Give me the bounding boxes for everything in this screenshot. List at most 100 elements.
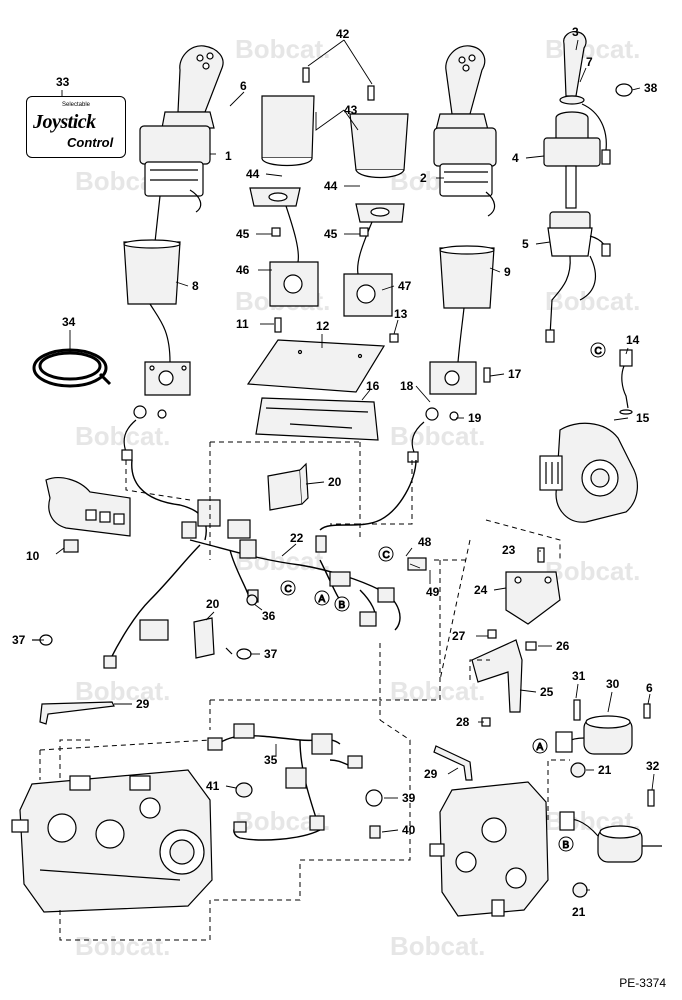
- callout-13: 13: [394, 307, 408, 321]
- bracket-24: [505, 547, 561, 625]
- callout-38: 38: [644, 81, 658, 95]
- right-joystick-assembly: [433, 45, 497, 217]
- callout-4: 4: [512, 151, 519, 165]
- callout-35: 35: [264, 753, 278, 767]
- logo-main-text: Joystick: [33, 111, 96, 133]
- logo-small-text: Selectable: [61, 102, 91, 108]
- plate-12: [246, 339, 386, 393]
- hex-key-right-29: [433, 745, 473, 781]
- connector-a-label: A: [319, 594, 326, 605]
- left-cover-43: [261, 95, 315, 167]
- connector-b-label: B: [339, 600, 346, 611]
- bracket-20-upper: [267, 462, 309, 511]
- callout-46: 46: [236, 263, 250, 277]
- callout-24: 24: [474, 583, 488, 597]
- callout-39: 39: [402, 791, 416, 805]
- callout-17: 17: [508, 367, 522, 381]
- watermark: Bobcat.: [390, 676, 485, 706]
- callout-3: 3: [572, 25, 579, 39]
- callout-37: 37: [12, 633, 26, 647]
- connector-c-label: C: [285, 584, 292, 595]
- callout-21: 21: [572, 905, 586, 919]
- bracket-20-lower: [193, 617, 215, 659]
- valve-assembly-right: [539, 349, 638, 523]
- callout-28: 28: [456, 715, 470, 729]
- right-plate-47: [343, 273, 393, 317]
- diagram-code: PE-3374: [619, 976, 666, 990]
- callout-47: 47: [398, 279, 412, 293]
- callout-10: 10: [26, 549, 40, 563]
- callout-23: 23: [502, 543, 516, 557]
- watermark: Bobcat.: [390, 931, 485, 961]
- dashed-guides: [39, 441, 570, 941]
- fasteners-center: [271, 67, 399, 343]
- callout-45: 45: [324, 227, 338, 241]
- callout-19: 19: [468, 411, 482, 425]
- callout-37: 37: [264, 647, 278, 661]
- connector-c-label: C: [383, 550, 390, 561]
- logo-sub-text: Control: [67, 135, 114, 150]
- callout-20: 20: [206, 597, 220, 611]
- left-joystick-assembly: [139, 45, 224, 243]
- watermark: Bobcat.: [75, 676, 170, 706]
- left-boot-8: [123, 239, 181, 305]
- callout-44: 44: [324, 179, 338, 193]
- base-4: [543, 111, 601, 209]
- left-mount-plate: [121, 303, 191, 461]
- callout-18: 18: [400, 379, 414, 393]
- callout-36: 36: [262, 609, 276, 623]
- harness-connectors: [103, 499, 427, 669]
- harness-35-connectors: [207, 723, 363, 833]
- selectable-joystick-control-logo: Selectable Joystick Control: [26, 96, 126, 158]
- harness-34-coil: [32, 348, 112, 388]
- callout-9: 9: [504, 265, 511, 279]
- right-boot-9: [439, 245, 495, 309]
- left-bracket-44: [249, 187, 301, 263]
- callout-49: 49: [426, 585, 440, 599]
- watermark: Bobcat.: [545, 34, 640, 64]
- hex-key-left-29: [39, 701, 115, 725]
- callout-42: 42: [336, 27, 350, 41]
- callout-22: 22: [290, 531, 304, 545]
- watermark: Bobcat.: [545, 556, 640, 586]
- callout-34: 34: [62, 315, 76, 329]
- leader-lines: [32, 39, 655, 891]
- watermark: Bobcat.: [235, 34, 330, 64]
- panel-16: [255, 397, 379, 441]
- callout-7: 7: [586, 55, 593, 69]
- callout-31: 31: [572, 669, 586, 683]
- callout-30: 30: [606, 677, 620, 691]
- callout-26: 26: [556, 639, 570, 653]
- hydraulic-valve-left: [11, 769, 213, 913]
- callout-33: 33: [56, 75, 70, 89]
- callout-16: 16: [366, 379, 380, 393]
- connector-c-label: C: [595, 346, 602, 357]
- watermark: Bobcat.: [545, 286, 640, 316]
- hydraulic-valve-right: [429, 781, 549, 917]
- callout-45: 45: [236, 227, 250, 241]
- callout-14: 14: [626, 333, 640, 347]
- callout-27: 27: [452, 629, 466, 643]
- callout-20: 20: [328, 475, 342, 489]
- watermark: Bobcat.: [390, 421, 485, 451]
- right-bracket-44: [355, 203, 405, 275]
- connector-markers: C A B C C A B: [280, 342, 606, 852]
- connector-b-label: B: [563, 840, 570, 851]
- bracket-25: [471, 629, 537, 727]
- watermark: Bobcat.: [75, 421, 170, 451]
- callout-labels: 1 2 3 4 5 6 6 7 8 9 10 11 12 13 14 15 16…: [12, 25, 660, 919]
- left-plate-46: [269, 261, 319, 307]
- callout-2: 2: [420, 171, 427, 185]
- callout-48: 48: [418, 535, 432, 549]
- callout-12: 12: [316, 319, 330, 333]
- callout-29: 29: [424, 767, 438, 781]
- solenoid-32: [559, 789, 662, 863]
- callout-6: 6: [646, 681, 653, 695]
- connector-a-label: A: [537, 742, 544, 753]
- sensor-5: [545, 211, 611, 343]
- callout-21: 21: [598, 763, 612, 777]
- callout-29: 29: [136, 697, 150, 711]
- callout-8: 8: [192, 279, 199, 293]
